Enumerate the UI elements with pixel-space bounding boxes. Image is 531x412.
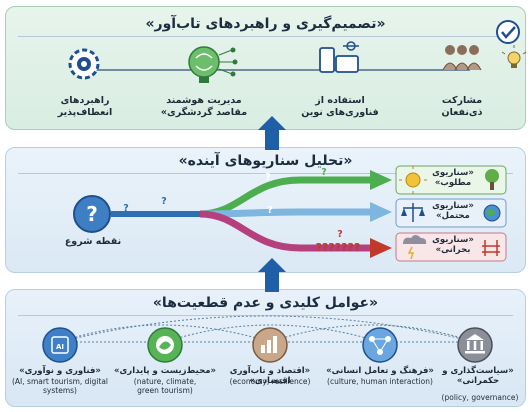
- many-question-marks: ???????: [315, 241, 361, 254]
- factor-environment-sub: (nature, climate, green tourism): [133, 377, 197, 395]
- start-point-icon: ?: [73, 195, 111, 233]
- stakeholders-icon: [442, 45, 482, 71]
- factor-technology-label: «فناوری و نوآوری»: [19, 366, 101, 376]
- scenario-box-desired: [395, 165, 507, 195]
- scenario-box-probable: [395, 198, 507, 228]
- factors-panel: «عوامل کلیدی و عدم قطعیت‌ها»: [5, 289, 526, 407]
- divider: [18, 173, 513, 174]
- factor-culture-sub: (culture, human interaction): [327, 377, 433, 386]
- factor-culture-label: «فرهنگ و تعامل انسانی»: [326, 366, 434, 376]
- gear-icon: [68, 48, 100, 80]
- scenario-crisis-label: «سناریوی بحرانی»: [432, 235, 474, 255]
- up-arrow-bottom: [258, 258, 286, 292]
- factor-policy-sub: (policy, governance): [441, 393, 519, 402]
- question-mark: ?: [337, 229, 343, 240]
- question-mark: ?: [321, 167, 327, 178]
- scenario-desired-label: «سناریوی مطلوب»: [432, 168, 474, 188]
- question-mark: ?: [265, 172, 271, 183]
- devices-icon: [319, 41, 359, 73]
- new-technologies-label: استفاده از فناوری‌های نوین: [301, 95, 379, 118]
- brain-network-icon: [188, 46, 238, 83]
- factor-economy-label: «اقتصاد و تاب‌آوری اقتصادی»: [229, 366, 311, 386]
- svg-text:AI: AI: [56, 343, 64, 351]
- probable-arrowhead: [370, 202, 392, 222]
- lightbulb-icon: [501, 45, 527, 68]
- scenario-probable-label: «سناریوی محتمل»: [432, 201, 474, 221]
- factors-panel-title: «عوامل کلیدی و عدم قطعیت‌ها»: [152, 295, 379, 311]
- check-icon: [496, 20, 520, 44]
- scenario-box-crisis: [395, 232, 507, 262]
- culture-network-icon: [362, 327, 398, 363]
- factor-environment-label: «محیط‌زیست و پایداری»: [114, 366, 216, 376]
- up-arrow-top: [258, 116, 286, 150]
- crisis-arrowhead: [370, 238, 392, 258]
- factor-policy-label: «سیاست‌گذاری و حکمرانی»: [442, 366, 514, 386]
- svg-text:?: ?: [86, 202, 98, 226]
- factor-technology-sub: (AI, smart tourism, digital systems): [12, 377, 108, 395]
- smart-management-label: مدیریت هوشمند مقاصد گردشگری»: [160, 95, 248, 118]
- factor-economy-sub: (economy, resilience): [229, 377, 311, 386]
- ai-chip-icon: AI: [42, 327, 78, 363]
- probable-path: [199, 208, 372, 218]
- desired-arrowhead: [370, 170, 392, 190]
- decision-panel-title: «تصمیم‌گیری و راهبردهای تاب‌آور»: [145, 16, 386, 32]
- question-mark: ?: [267, 205, 273, 216]
- scenario-panel-title: «تحلیل سناریوهای آینده»: [178, 153, 353, 169]
- divider: [18, 315, 513, 316]
- factor-connections: [59, 315, 476, 343]
- crisis-path: [199, 210, 372, 252]
- question-mark: ?: [123, 203, 129, 214]
- question-mark: ?: [161, 196, 167, 207]
- flexible-strategies-label: راهبردهای انعطاف‌پذیر: [57, 95, 113, 118]
- economy-chart-icon: [252, 327, 288, 363]
- stakeholders-label: مشارکت ذی‌نفعان: [441, 95, 483, 118]
- governance-icon: [457, 327, 493, 363]
- earth-leaf-icon: [147, 327, 183, 363]
- divider: [18, 36, 513, 37]
- start-point-label: نقطه شروع: [64, 236, 122, 247]
